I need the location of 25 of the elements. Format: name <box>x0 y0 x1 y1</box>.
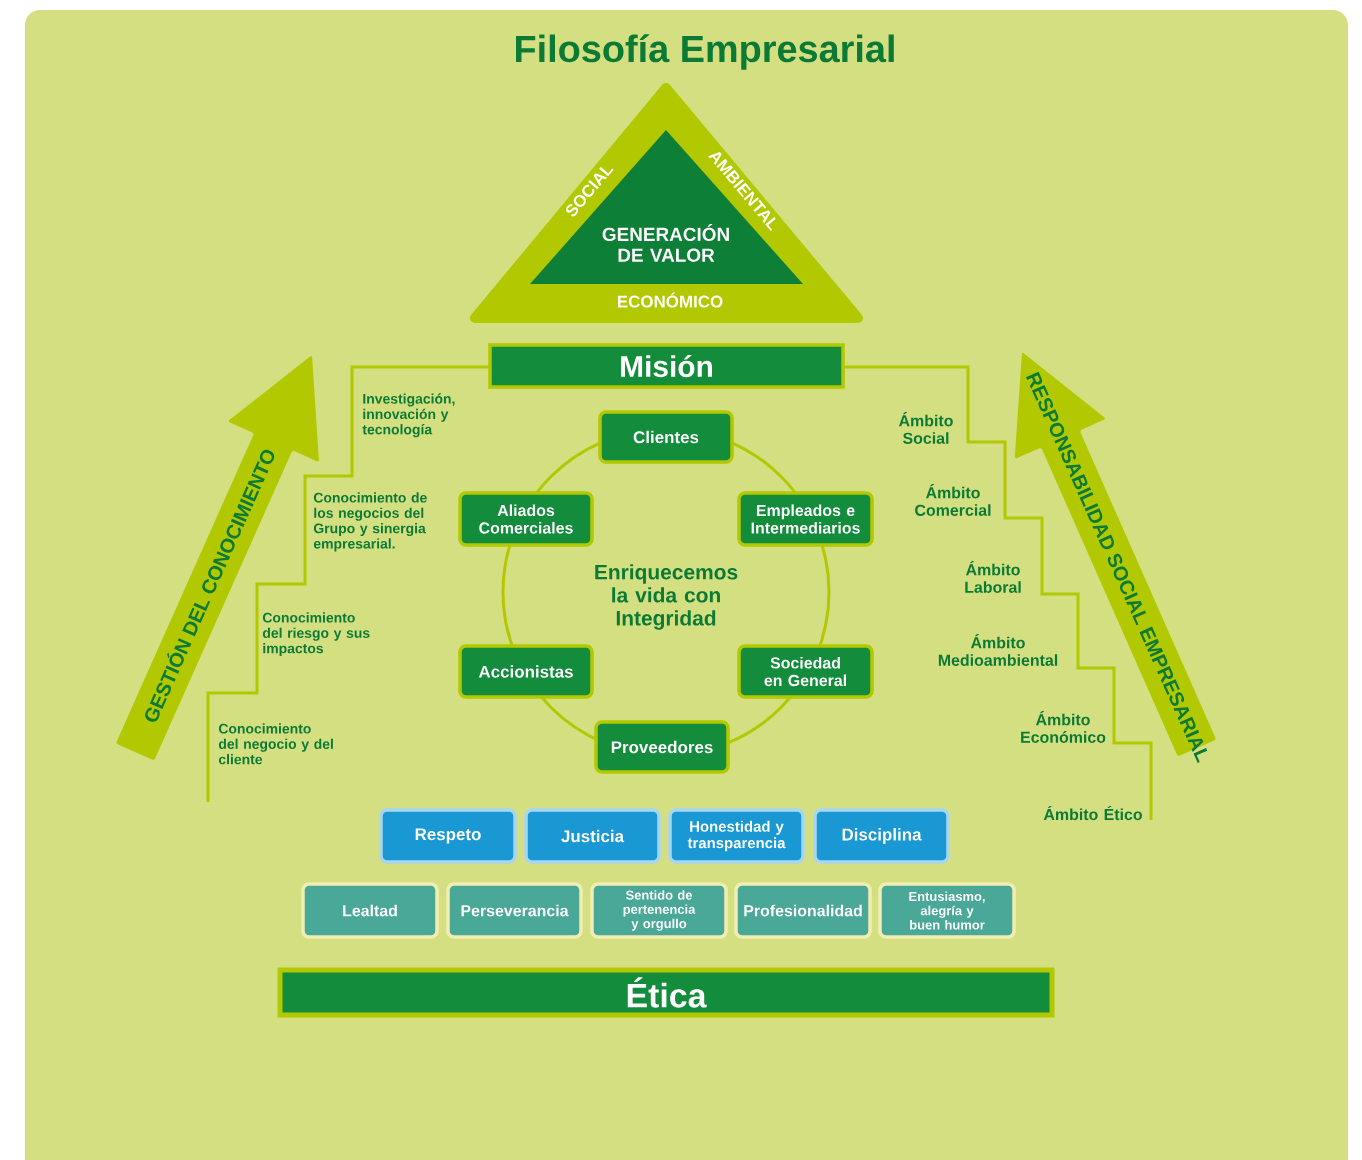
value-box: Respeto <box>379 808 517 864</box>
value-box: Sentido de pertenencia y orgullo <box>590 882 728 939</box>
stakeholder-box: Sociedad en General <box>737 644 874 699</box>
ethics-banner: Ética <box>277 967 1055 1018</box>
mission-banner: Misión <box>488 343 845 389</box>
stakeholder-box: Empleados e Intermediarios <box>737 491 874 547</box>
step-label: Ámbito Comercial <box>915 484 991 516</box>
value-box: Entusiasmo, alegría y buen humor <box>878 882 1016 939</box>
stakeholder-box: Proveedores <box>594 720 730 774</box>
stakeholder-box: Clientes <box>598 410 734 464</box>
value-box: Honestidad y transparencia <box>668 808 805 864</box>
step-label: Ámbito Medioambiental <box>938 634 1058 666</box>
step-label: Ámbito Laboral <box>965 561 1021 593</box>
value-box: Perseverancia <box>446 882 583 939</box>
value-box: Profesionalidad <box>734 882 872 939</box>
step-label: Ámbito Ético <box>1043 805 1142 821</box>
stakeholder-box: Accionistas <box>458 644 594 699</box>
value-box: Disciplina <box>813 808 950 864</box>
step-label: Investigación, innovación y tecnología <box>362 393 455 438</box>
value-box: Justicia <box>524 808 661 864</box>
step-label: Ámbito Social <box>898 412 953 444</box>
stakeholder-box: Aliados Comerciales <box>458 491 594 547</box>
value-box: Lealtad <box>301 882 439 939</box>
title: Filosofía Empresarial <box>516 34 894 70</box>
step-label: Ámbito Económico <box>1021 711 1106 743</box>
